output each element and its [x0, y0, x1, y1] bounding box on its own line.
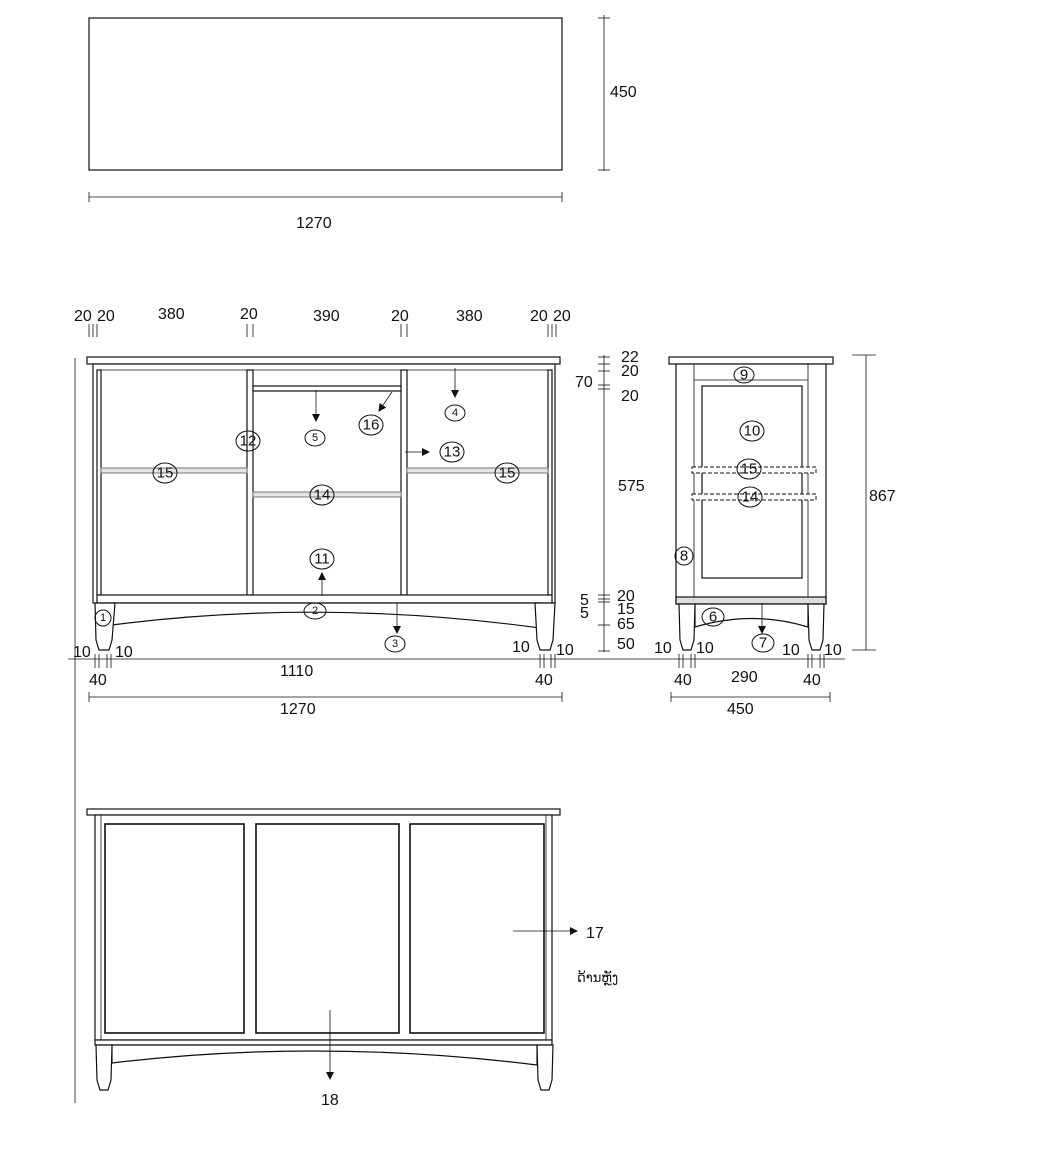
svg-text:10: 10 — [115, 644, 133, 661]
svg-text:20: 20 — [553, 308, 571, 325]
svg-text:290: 290 — [731, 669, 758, 686]
svg-text:40: 40 — [674, 672, 692, 689]
svg-text:12: 12 — [240, 433, 257, 450]
svg-text:575: 575 — [618, 478, 645, 495]
svg-text:15: 15 — [499, 465, 516, 482]
svg-text:10: 10 — [824, 642, 842, 659]
svg-text:1110: 1110 — [280, 663, 313, 680]
callout-4: 4 — [444, 404, 466, 422]
svg-text:10: 10 — [782, 642, 800, 659]
svg-text:380: 380 — [158, 306, 185, 323]
svg-text:70: 70 — [575, 374, 593, 391]
callout-5: 5 — [304, 429, 326, 447]
callout-3: 3 — [384, 635, 406, 653]
svg-text:20: 20 — [530, 308, 548, 325]
callout-7: 7 — [751, 633, 775, 653]
svg-text:15: 15 — [741, 461, 758, 478]
svg-text:20: 20 — [240, 306, 258, 323]
callout-16: 16 — [358, 414, 384, 436]
svg-text:50: 50 — [617, 636, 635, 653]
callout-13: 13 — [439, 441, 465, 463]
svg-text:11: 11 — [314, 551, 330, 568]
svg-text:20: 20 — [391, 308, 409, 325]
top-view: 450 1270 — [88, 15, 637, 232]
front-view: 1 2 3 4 5 16 12 13 15 15 14 11 20 20 380… — [73, 306, 645, 718]
svg-text:20: 20 — [621, 363, 639, 380]
svg-text:5: 5 — [312, 432, 318, 444]
svg-text:10: 10 — [654, 640, 672, 657]
svg-text:15: 15 — [617, 601, 635, 618]
callout-14-side: 14 — [737, 486, 763, 508]
side-height-dim: 867 — [869, 488, 896, 505]
callout-12: 12 — [235, 430, 261, 452]
svg-text:20: 20 — [621, 388, 639, 405]
callout-9: 9 — [733, 366, 755, 384]
bottom-dimensions: 10 10 1110 10 10 40 40 1270 — [73, 639, 574, 718]
svg-text:10: 10 — [696, 640, 714, 657]
svg-text:3: 3 — [392, 638, 398, 650]
svg-text:10: 10 — [512, 639, 530, 656]
top-outline — [88, 17, 563, 171]
svg-text:22: 22 — [621, 349, 639, 366]
svg-text:20: 20 — [617, 588, 635, 605]
callout-15-right: 15 — [494, 462, 520, 484]
svg-text:5: 5 — [580, 592, 589, 609]
callout-8: 8 — [674, 546, 694, 566]
svg-text:5: 5 — [580, 605, 589, 622]
svg-text:450: 450 — [727, 701, 754, 718]
svg-text:40: 40 — [803, 672, 821, 689]
callout-11: 11 — [309, 548, 335, 570]
svg-text:40: 40 — [89, 672, 107, 689]
svg-text:6: 6 — [709, 609, 717, 626]
svg-text:8: 8 — [680, 548, 688, 565]
svg-text:9: 9 — [740, 367, 748, 384]
svg-text:20: 20 — [97, 308, 115, 325]
depth-dim: 450 — [610, 84, 637, 101]
callout-18: 18 — [321, 1092, 339, 1109]
callout-14: 14 — [309, 484, 335, 506]
width-dim: 1270 — [296, 215, 332, 232]
svg-text:13: 13 — [444, 444, 461, 461]
back-side-label: ດ້ານຫຼັງ — [577, 970, 618, 985]
svg-text:10: 10 — [73, 644, 91, 661]
svg-text:2: 2 — [312, 605, 318, 617]
svg-text:40: 40 — [535, 672, 553, 689]
side-view: 9 10 15 14 8 6 7 867 10 10 290 10 10 40 … — [654, 354, 896, 718]
svg-text:14: 14 — [742, 489, 759, 506]
svg-text:10: 10 — [744, 423, 761, 440]
top-dimensions: 20 20 380 20 390 20 380 20 20 — [74, 306, 571, 337]
callout-15-left: 15 — [152, 462, 178, 484]
svg-text:20: 20 — [74, 308, 92, 325]
callout-15-side: 15 — [736, 458, 762, 480]
svg-text:390: 390 — [313, 308, 340, 325]
svg-text:1: 1 — [100, 612, 106, 624]
svg-text:15: 15 — [157, 465, 174, 482]
callout-6: 6 — [701, 607, 725, 627]
svg-text:380: 380 — [456, 308, 483, 325]
svg-text:16: 16 — [363, 417, 380, 434]
svg-text:10: 10 — [556, 642, 574, 659]
right-dimensions: 22 20 70 20 575 5 20 5 15 65 50 — [575, 349, 645, 653]
svg-text:1270: 1270 — [280, 701, 316, 718]
svg-text:14: 14 — [314, 487, 331, 504]
back-view: 17 18 ດ້ານຫຼັງ — [86, 808, 618, 1109]
callout-17: 17 — [586, 925, 604, 942]
svg-text:7: 7 — [759, 635, 767, 652]
callout-1: 1 — [94, 609, 112, 627]
svg-text:4: 4 — [452, 407, 458, 419]
callout-2: 2 — [303, 602, 327, 620]
callout-10: 10 — [739, 420, 765, 442]
svg-text:65: 65 — [617, 616, 635, 633]
